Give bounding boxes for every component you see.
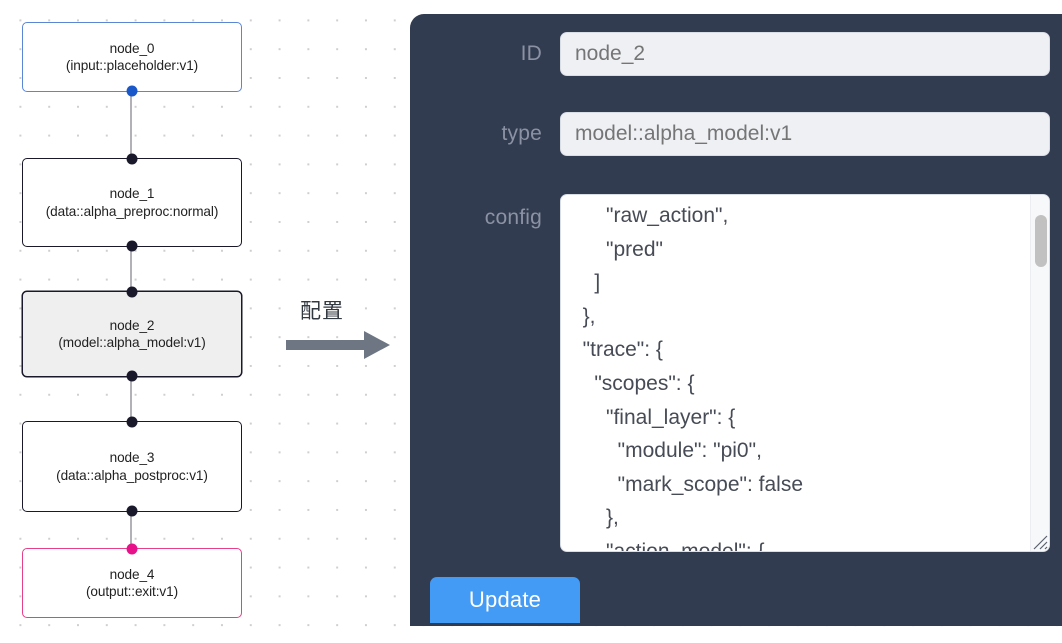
config-scrollbar-thumb[interactable] bbox=[1034, 215, 1047, 267]
resize-handle-icon[interactable] bbox=[1030, 532, 1048, 550]
graph-node-node_1-title: node_1 bbox=[109, 186, 155, 202]
graph-node-node_1-label: node_1(data::alpha_preproc:normal) bbox=[40, 185, 225, 220]
graph-node-node_0-label: node_0(input::placeholder:v1) bbox=[60, 40, 204, 75]
id-input[interactable] bbox=[560, 32, 1050, 76]
edge-node3-node4 bbox=[130, 512, 132, 548]
config-textarea[interactable]: "raw_action", "pred" ] }, "trace": { "sc… bbox=[582, 204, 803, 551]
graph-node-node_4-target-handle[interactable] bbox=[126, 543, 138, 555]
graph-node-node_0[interactable]: node_0(input::placeholder:v1) bbox=[22, 22, 242, 97]
graph-node-node_1-type: (data::alpha_preproc:normal) bbox=[45, 203, 219, 219]
edge-node2-node3 bbox=[130, 377, 132, 421]
graph-node-node_1-source-handle[interactable] bbox=[126, 240, 138, 252]
graph-node-node_2-title: node_2 bbox=[109, 317, 155, 333]
node-flow-graph: node_0(input::placeholder:v1) node_1(dat… bbox=[0, 0, 400, 643]
config-textarea-container[interactable]: "raw_action", "pred" ] }, "trace": { "sc… bbox=[560, 194, 1050, 552]
graph-node-node_3-source-handle[interactable] bbox=[126, 505, 138, 517]
config-scrollbar[interactable] bbox=[1030, 195, 1049, 551]
type-input[interactable] bbox=[560, 112, 1050, 156]
graph-node-node_3-type: (data::alpha_postproc:v1) bbox=[56, 467, 208, 483]
edge-node0-node1 bbox=[130, 92, 132, 158]
graph-node-node_2-label: node_2(model::alpha_model:v1) bbox=[52, 317, 211, 352]
graph-node-node_3[interactable]: node_3(data::alpha_postproc:v1) bbox=[22, 416, 242, 517]
graph-node-node_0-title: node_0 bbox=[109, 40, 155, 56]
graph-node-node_2[interactable]: node_2(model::alpha_model:v1) bbox=[22, 286, 242, 382]
graph-node-node_0-type: (input::placeholder:v1) bbox=[65, 58, 199, 73]
node-config-panel: ID type config "raw_action", "pred" ] },… bbox=[410, 14, 1062, 626]
transition-arrow-group: 配置 bbox=[286, 295, 396, 365]
graph-node-node_3-target-handle[interactable] bbox=[126, 416, 138, 428]
right-arrow-icon bbox=[286, 331, 390, 359]
graph-node-node_4[interactable]: node_4(output::exit:v1) bbox=[22, 543, 242, 618]
graph-node-node_2-target-handle[interactable] bbox=[126, 286, 138, 298]
config-field-label: config bbox=[484, 206, 542, 229]
type-field-label: type bbox=[501, 122, 542, 145]
graph-node-node_4-title: node_4 bbox=[109, 566, 155, 582]
graph-node-node_0-source-handle[interactable] bbox=[126, 85, 138, 97]
id-field-row: ID bbox=[430, 32, 1050, 76]
graph-node-node_1[interactable]: node_1(data::alpha_preproc:normal) bbox=[22, 153, 242, 252]
config-field-row: config "raw_action", "pred" ] }, "trace"… bbox=[430, 194, 1050, 552]
type-field-row: type bbox=[430, 112, 1050, 156]
transition-arrow-label: 配置 bbox=[300, 299, 344, 323]
id-field-label: ID bbox=[520, 42, 542, 65]
graph-node-node_4-type: (output::exit:v1) bbox=[86, 584, 178, 599]
graph-node-node_3-title: node_3 bbox=[109, 450, 155, 466]
graph-node-node_1-target-handle[interactable] bbox=[126, 153, 138, 165]
edge-node1-node2 bbox=[130, 247, 132, 291]
graph-node-node_3-label: node_3(data::alpha_postproc:v1) bbox=[50, 449, 214, 484]
graph-node-node_2-type: (model::alpha_model:v1) bbox=[58, 335, 206, 350]
update-button[interactable]: Update bbox=[430, 577, 580, 623]
graph-node-node_2-source-handle[interactable] bbox=[126, 370, 138, 382]
graph-node-node_4-label: node_4(output::exit:v1) bbox=[80, 566, 184, 601]
